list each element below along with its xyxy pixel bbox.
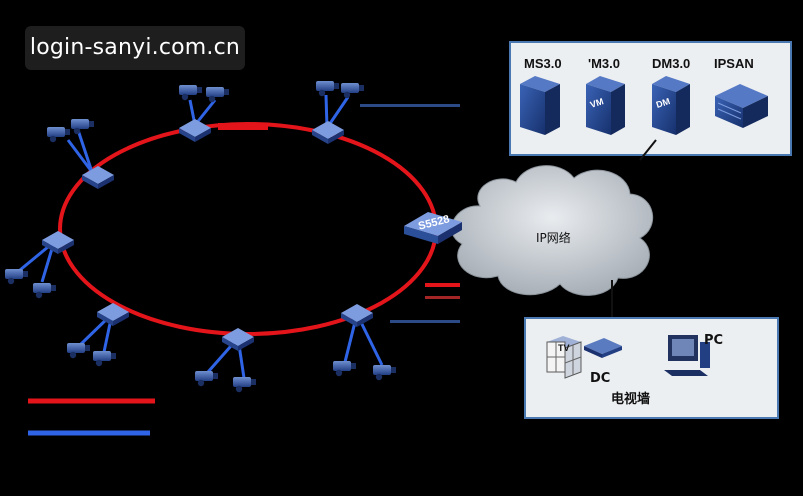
tv-wall-icon (546, 336, 582, 379)
ms-server-label: MS3.0 (524, 56, 562, 71)
ipsan-storage-icon (715, 84, 768, 128)
s5528-switch-icon (404, 212, 462, 244)
dm-server-label: DM3.0 (652, 56, 691, 71)
tv-badge: TV (558, 343, 570, 353)
vm-server-icon (586, 76, 625, 135)
pc-icon (664, 335, 710, 376)
ms-server-icon (520, 76, 560, 135)
decoder-icon (584, 338, 622, 358)
watermark-label: login-sanyi.com.cn (25, 26, 245, 70)
connector-bar-red2 (425, 296, 460, 299)
vm-server-label: 'M3.0 (588, 56, 620, 71)
dm-server-icon (652, 76, 690, 135)
connector-bar-red (425, 283, 460, 287)
ip-network-cloud-icon (451, 165, 654, 296)
red-ring-network (58, 122, 438, 336)
dc-label: DC (590, 371, 611, 386)
tv-wall-label: 电视墙 (611, 392, 651, 407)
ring-highlight (218, 123, 268, 130)
connector-bar-blue (390, 320, 460, 323)
ipsan-label: IPSAN (714, 56, 754, 71)
ring-switches (42, 119, 373, 351)
cloud-label: IP网络 (536, 231, 571, 245)
pc-label: PC (704, 333, 724, 348)
server-link (639, 139, 657, 161)
connector-bar-top (360, 104, 460, 107)
